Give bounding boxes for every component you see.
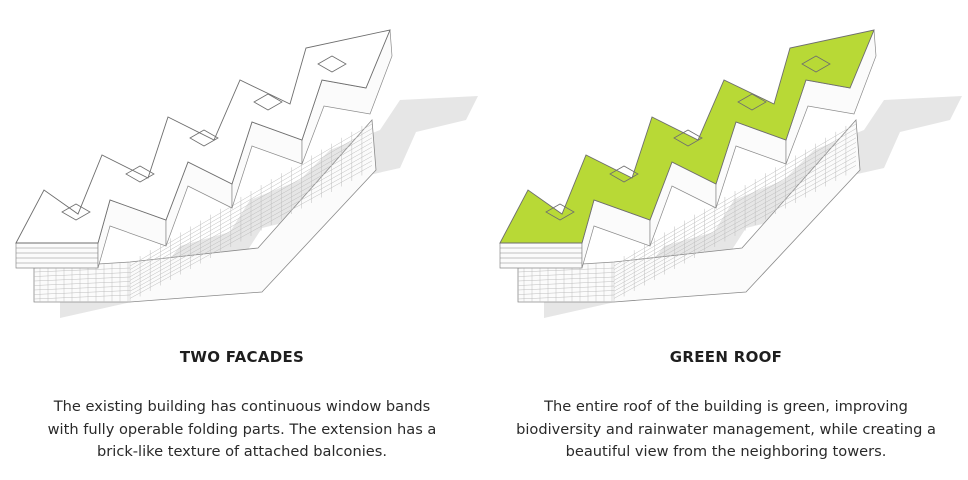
description-line: The existing building has continuous win…	[53, 398, 431, 415]
podium-block	[33, 119, 377, 303]
panel-two-facades: TWO FACADES The existing building has co…	[10, 29, 478, 464]
skylight	[61, 203, 91, 221]
brick-course	[517, 281, 615, 286]
brick-grid	[517, 123, 857, 302]
brick-course	[33, 290, 131, 295]
brick-course	[517, 285, 615, 291]
panel-green-roof: GREEN ROOF The entire roof of the buildi…	[484, 0, 968, 480]
brick-course	[33, 276, 131, 282]
skylight	[545, 203, 575, 221]
skylight	[253, 93, 283, 111]
skylight	[673, 129, 703, 147]
description-line: with fully operable folding parts. The e…	[47, 420, 437, 438]
roof-slab	[15, 29, 391, 244]
brick-course	[33, 285, 131, 291]
skylight	[801, 55, 831, 73]
skylight	[609, 165, 639, 183]
brick-course	[517, 294, 615, 300]
brick-course	[33, 267, 131, 273]
brick-course	[33, 281, 131, 286]
skylight	[317, 55, 347, 73]
facade-face	[499, 242, 583, 269]
description-line: brick-like texture of attached balconies…	[97, 443, 387, 460]
description-line: beautiful view from the neighboring towe…	[565, 443, 887, 460]
panel-description: The entire roof of the building is green…	[494, 396, 958, 464]
roof-slab	[499, 29, 875, 244]
skylight	[737, 93, 767, 111]
skylight	[189, 129, 219, 147]
brick-course	[517, 272, 615, 277]
brick-grid	[33, 123, 373, 302]
brick-course	[517, 267, 615, 273]
brick-course	[33, 294, 131, 300]
podium-block	[517, 119, 861, 303]
building-illustration-facades	[15, 29, 478, 318]
brick-course	[517, 276, 615, 282]
building-illustration-green-roof	[499, 29, 962, 318]
description-line: biodiversity and rainwater management, w…	[516, 420, 936, 438]
panel-description: The existing building has continuous win…	[10, 396, 474, 464]
description-line: The entire roof of the building is green…	[544, 398, 908, 415]
brick-course	[33, 272, 131, 277]
skylight	[125, 165, 155, 183]
facade-face	[15, 242, 99, 269]
panel-title: GREEN ROOF	[669, 348, 783, 366]
panel-title: TWO FACADES	[179, 348, 305, 366]
brick-course	[517, 290, 615, 295]
